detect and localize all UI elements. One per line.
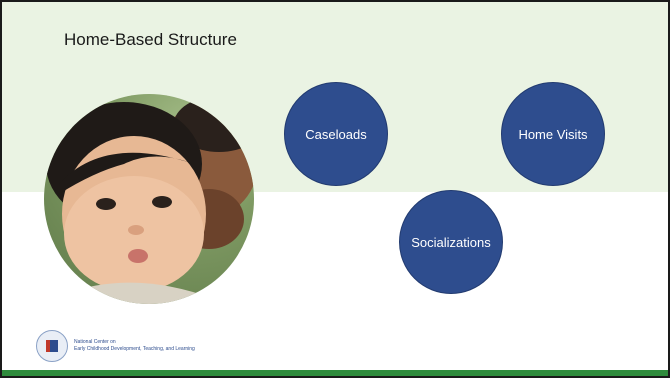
logo-text: National Center on Early Childhood Devel…	[74, 339, 195, 354]
logo-line-1: National Center on	[74, 338, 116, 345]
circle-label: Socializations	[411, 234, 491, 250]
accent-bar	[2, 370, 668, 376]
circle-home-visits: Home Visits	[501, 82, 605, 186]
circle-label: Home Visits	[518, 126, 588, 142]
logo-line-2: Early Childhood Development, Teaching, a…	[74, 346, 195, 352]
slide-title: Home-Based Structure	[64, 30, 237, 49]
seal-icon	[36, 330, 68, 362]
photo-illustration	[46, 96, 254, 304]
circle-socializations: Socializations	[399, 190, 503, 294]
organization-logo: National Center on Early Childhood Devel…	[36, 330, 195, 362]
child-photo	[44, 94, 254, 304]
circle-caseloads: Caseloads	[284, 82, 388, 186]
circle-label: Caseloads	[305, 126, 367, 142]
